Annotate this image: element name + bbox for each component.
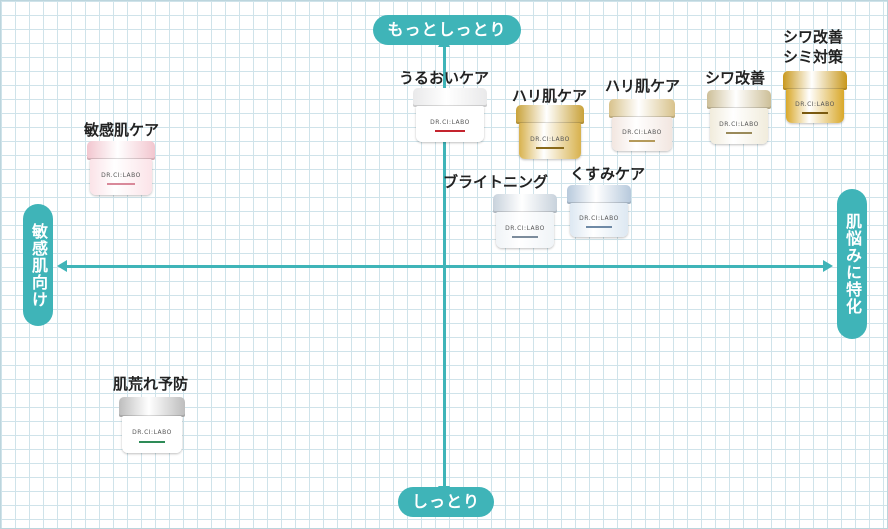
- product-label-moisture: うるおいケア: [399, 69, 490, 87]
- jar-body: [495, 212, 555, 248]
- jar-body: [89, 159, 153, 195]
- product-label-wrinkle-spot: シワ改善シミ対策: [782, 28, 843, 66]
- jar-brand-text: DR.CI:LABO: [795, 101, 835, 108]
- jar-lid: [87, 141, 155, 160]
- product-jar-firming-1: DR.CI:LABO: [516, 105, 584, 159]
- jar-lid: [119, 397, 185, 417]
- arrow-left-icon: [57, 260, 67, 272]
- axis-label-right: 肌悩みに特化: [837, 189, 867, 339]
- arrow-right-icon: [823, 260, 833, 272]
- axis-label-left: 敏感肌向け: [23, 204, 53, 326]
- axis-label-top: もっとしっとり: [373, 15, 521, 45]
- jar-lid: [516, 105, 584, 124]
- product-label-roughness: 肌荒れ予防: [113, 375, 189, 393]
- jar-accent-stripe: [586, 226, 612, 228]
- product-jar-moisture: DR.CI:LABO: [413, 88, 487, 142]
- jar-body: [121, 416, 183, 453]
- product-jar-firming-2: DR.CI:LABO: [609, 99, 675, 151]
- product-label-firming-1: ハリ肌ケア: [512, 87, 588, 105]
- product-label-dullness: くすみケア: [570, 165, 646, 183]
- product-jar-dullness: DR.CI:LABO: [567, 185, 631, 237]
- jar-accent-stripe: [435, 130, 465, 132]
- jar-brand-text: DR.CI:LABO: [579, 215, 619, 222]
- jar-accent-stripe: [536, 147, 564, 149]
- jar-accent-stripe: [628, 140, 656, 142]
- vertical-axis: [443, 41, 446, 490]
- product-label-brightening: ブライトニング: [443, 173, 549, 191]
- jar-brand-text: DR.CI:LABO: [719, 121, 759, 128]
- jar-accent-stripe: [512, 236, 538, 238]
- product-jar-roughness: DR.CI:LABO: [119, 397, 185, 453]
- product-jar-wrinkle-spot: DR.CI:LABO: [783, 71, 847, 123]
- product-label-wrinkle: シワ改善: [705, 69, 766, 87]
- jar-body: [785, 89, 845, 123]
- product-jar-wrinkle: DR.CI:LABO: [707, 90, 771, 144]
- jar-brand-text: DR.CI:LABO: [430, 119, 470, 126]
- jar-brand-text: DR.CI:LABO: [132, 429, 172, 436]
- axis-label-bottom: しっとり: [398, 487, 494, 517]
- jar-body: [611, 117, 673, 151]
- jar-lid: [609, 99, 675, 118]
- jar-lid: [567, 185, 631, 204]
- jar-lid: [707, 90, 771, 109]
- product-label-firming-2: ハリ肌ケア: [605, 77, 681, 95]
- product-jar-brightening: DR.CI:LABO: [493, 194, 557, 248]
- jar-body: [569, 203, 629, 237]
- product-label-sensitive: 敏感肌ケア: [84, 121, 160, 139]
- jar-accent-stripe: [726, 132, 752, 134]
- jar-accent-stripe: [107, 183, 135, 185]
- jar-accent-stripe: [802, 112, 828, 114]
- jar-body: [709, 108, 769, 144]
- jar-lid: [783, 71, 847, 90]
- product-jar-sensitive: DR.CI:LABO: [87, 141, 155, 195]
- jar-brand-text: DR.CI:LABO: [530, 136, 570, 143]
- jar-body: [518, 123, 582, 159]
- jar-accent-stripe: [138, 441, 166, 443]
- jar-lid: [413, 88, 487, 107]
- jar-brand-text: DR.CI:LABO: [101, 172, 141, 179]
- jar-brand-text: DR.CI:LABO: [505, 225, 545, 232]
- jar-body: [415, 106, 485, 142]
- jar-brand-text: DR.CI:LABO: [622, 129, 662, 136]
- jar-lid: [493, 194, 557, 213]
